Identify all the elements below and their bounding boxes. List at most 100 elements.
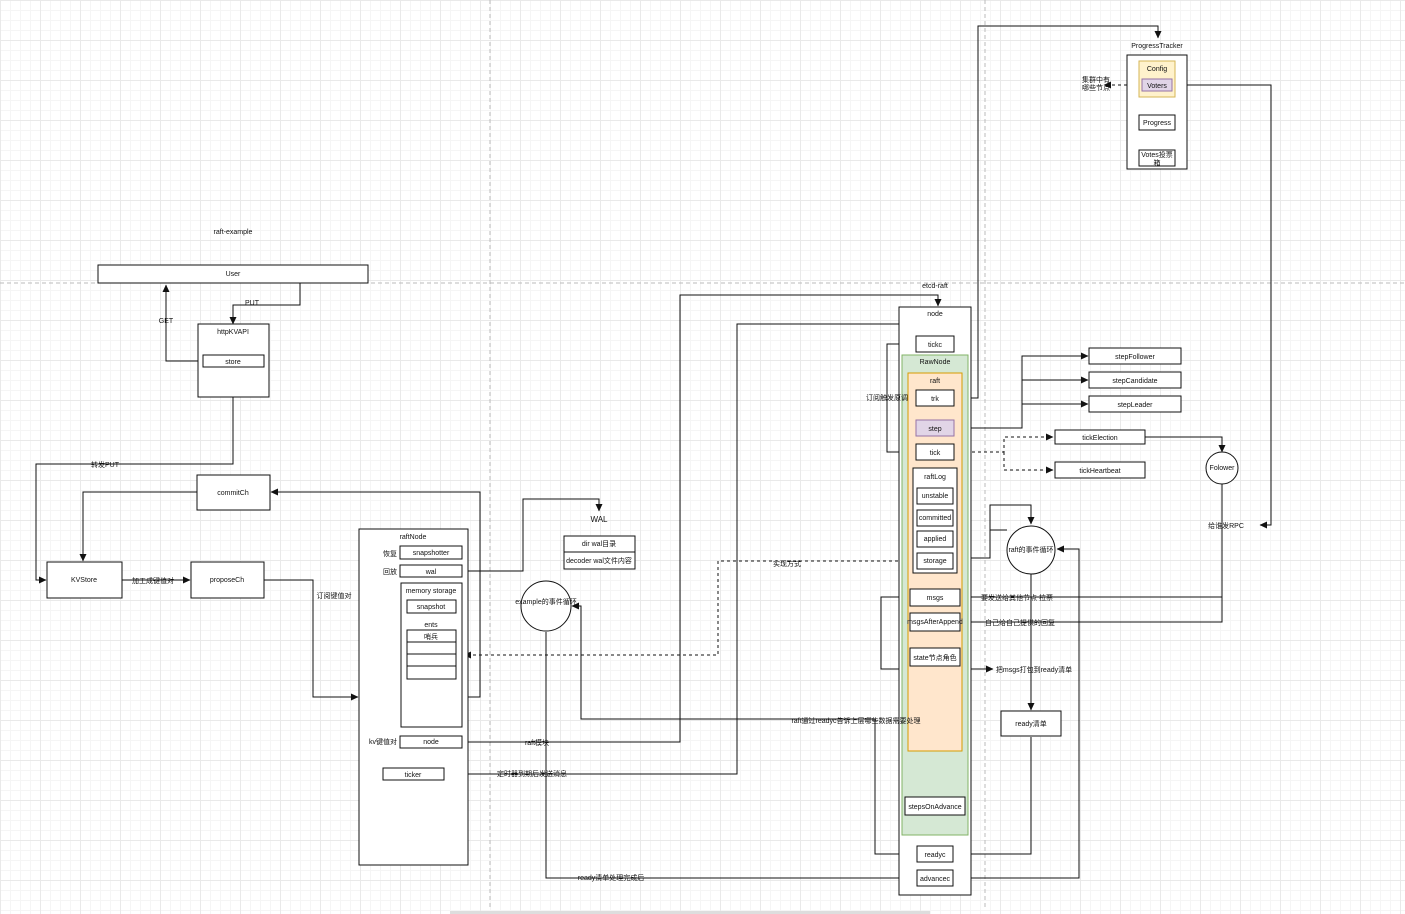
ents-label: ents bbox=[424, 622, 438, 629]
storage-box[interactable] bbox=[916, 552, 954, 570]
example-loop-label: example的事件循环 bbox=[515, 597, 576, 606]
etcd-raft-title: etcd-raft bbox=[922, 283, 948, 290]
advancec-box[interactable] bbox=[916, 869, 954, 887]
raft-loop-label: raft的事件循环 bbox=[1008, 545, 1053, 554]
msgs-after-append-box[interactable] bbox=[909, 612, 961, 632]
step-candidate-label: stepCandidate bbox=[1112, 378, 1157, 385]
wal-label: wal bbox=[425, 569, 437, 576]
ents-cell bbox=[406, 641, 457, 655]
timer-msg-label: 定时器到期后发送消息 bbox=[497, 769, 567, 778]
applied-box[interactable] bbox=[916, 530, 954, 548]
committed-label: committed bbox=[919, 515, 951, 522]
encode-kv-label: 加工成键值对 bbox=[132, 576, 174, 585]
snapshotter-box[interactable] bbox=[399, 545, 463, 560]
commitch-label: commitCh bbox=[217, 490, 249, 497]
replay-label: 回放 bbox=[383, 567, 397, 576]
readyc-notify-label: raft通过readyc告诉上层哪些数据需要处理 bbox=[791, 716, 920, 725]
follower-circle[interactable] bbox=[1205, 451, 1239, 485]
dir-wal-label: dir wal目录 bbox=[582, 540, 616, 548]
voters-label: Voters bbox=[1147, 83, 1167, 90]
msgs-box[interactable] bbox=[909, 588, 961, 607]
step-box[interactable] bbox=[915, 419, 955, 437]
commitch-box[interactable] bbox=[196, 474, 271, 511]
send-rpc-label: 给谁发RPC bbox=[1208, 521, 1244, 530]
reply-self-label: 自己给自己提供的回复 bbox=[985, 618, 1055, 627]
store-box[interactable] bbox=[202, 354, 265, 368]
put-label: PUT bbox=[245, 300, 260, 307]
raft-label: raft bbox=[930, 378, 940, 385]
snapshot-box[interactable] bbox=[406, 599, 457, 614]
snapshot-label: snapshot bbox=[417, 604, 445, 611]
steps-on-advance-label: stepsOnAdvance bbox=[908, 804, 961, 811]
raft-module-label: raft模块 bbox=[525, 738, 549, 747]
steps-on-advance-box[interactable] bbox=[904, 796, 966, 816]
ents-cell bbox=[406, 653, 457, 667]
decoder-wal-box[interactable] bbox=[563, 551, 636, 570]
step-follower-label: stepFollower bbox=[1115, 354, 1155, 361]
labels-layer: raft-example etcd-raft User PUT GET http… bbox=[71, 43, 1244, 883]
dashed-connectors bbox=[463, 81, 1139, 659]
wal-title: WAL bbox=[590, 515, 608, 524]
user-box[interactable] bbox=[97, 264, 369, 284]
raft-loop-circle[interactable] bbox=[1006, 525, 1056, 575]
applied-label: applied bbox=[924, 536, 947, 543]
cluster-nodes-label: 集群中有哪些节点 bbox=[1082, 75, 1110, 92]
tick-heartbeat-label: tickHeartbeat bbox=[1079, 468, 1120, 475]
subscribe-kv-label: 订阅键值对 bbox=[317, 591, 352, 600]
subscribe-trigger-label: 订阅触发原调 bbox=[866, 393, 908, 402]
impl-label: 实现方式 bbox=[773, 559, 801, 568]
ready-done-label: ready清单处理完成后 bbox=[578, 873, 645, 882]
step-leader-box[interactable] bbox=[1088, 395, 1182, 413]
memory-storage-label: memory storage bbox=[406, 588, 457, 595]
progress-box[interactable] bbox=[1138, 114, 1176, 131]
kvstore-label: KVStore bbox=[71, 577, 97, 584]
raftlog-label: raftLog bbox=[924, 474, 946, 481]
follower-label: Folower bbox=[1210, 465, 1236, 472]
wal-box[interactable] bbox=[399, 564, 463, 578]
trk-box[interactable] bbox=[915, 389, 955, 407]
proposech-box[interactable] bbox=[190, 561, 265, 599]
config-label: Config bbox=[1147, 66, 1167, 73]
unstable-label: unstable bbox=[922, 493, 949, 500]
etcd-node-label: node bbox=[927, 311, 943, 318]
trk-label: trk bbox=[931, 396, 939, 403]
tick-election-box[interactable] bbox=[1054, 429, 1146, 445]
progress-tracker-label: ProgressTracker bbox=[1131, 43, 1183, 50]
ready-list-label: ready清单 bbox=[1015, 719, 1047, 728]
committed-box[interactable] bbox=[916, 509, 954, 527]
rawnode-label: RawNode bbox=[920, 359, 951, 366]
recover-label: 恢复 bbox=[383, 549, 397, 558]
kvstore-box[interactable] bbox=[46, 561, 123, 599]
example-loop-circle[interactable] bbox=[520, 580, 572, 632]
voters-box[interactable] bbox=[1141, 78, 1173, 92]
state-role-label: state节点角色 bbox=[913, 653, 956, 662]
step-follower-box[interactable] bbox=[1088, 347, 1182, 365]
readyc-box[interactable] bbox=[916, 845, 954, 863]
snapshotter-label: snapshotter bbox=[413, 550, 450, 557]
ticker-box[interactable] bbox=[382, 767, 445, 781]
canvas-scrollbar[interactable] bbox=[450, 911, 930, 914]
raft-example-title: raft-example bbox=[214, 229, 253, 236]
tickc-label: tickc bbox=[928, 342, 943, 349]
votes-box[interactable] bbox=[1138, 149, 1176, 167]
ents-list bbox=[406, 629, 457, 680]
get-label: GET bbox=[159, 318, 174, 325]
tick-election-label: tickElection bbox=[1082, 435, 1118, 442]
user-label: User bbox=[226, 271, 241, 278]
ready-list-box[interactable] bbox=[1000, 710, 1062, 737]
pack-ready-label: 把msgs打包到ready清单 bbox=[996, 665, 1072, 674]
msgs-after-append-label: msgsAfterAppend bbox=[907, 619, 963, 626]
tick-heartbeat-box[interactable] bbox=[1054, 461, 1146, 479]
step-candidate-box[interactable] bbox=[1088, 371, 1182, 389]
sentinel-label: 哨兵 bbox=[424, 632, 438, 641]
state-role-box[interactable] bbox=[909, 647, 961, 667]
raftnode-label: raftNode bbox=[400, 534, 427, 541]
ticker-label: ticker bbox=[405, 772, 422, 779]
node-box[interactable] bbox=[399, 735, 463, 749]
tickc-box[interactable] bbox=[915, 335, 955, 353]
httpkvapi-label: httpKVAPI bbox=[217, 329, 249, 336]
votes-label: Votes投票箱 bbox=[1141, 150, 1173, 167]
tick-box[interactable] bbox=[915, 443, 955, 461]
unstable-box[interactable] bbox=[916, 487, 954, 505]
